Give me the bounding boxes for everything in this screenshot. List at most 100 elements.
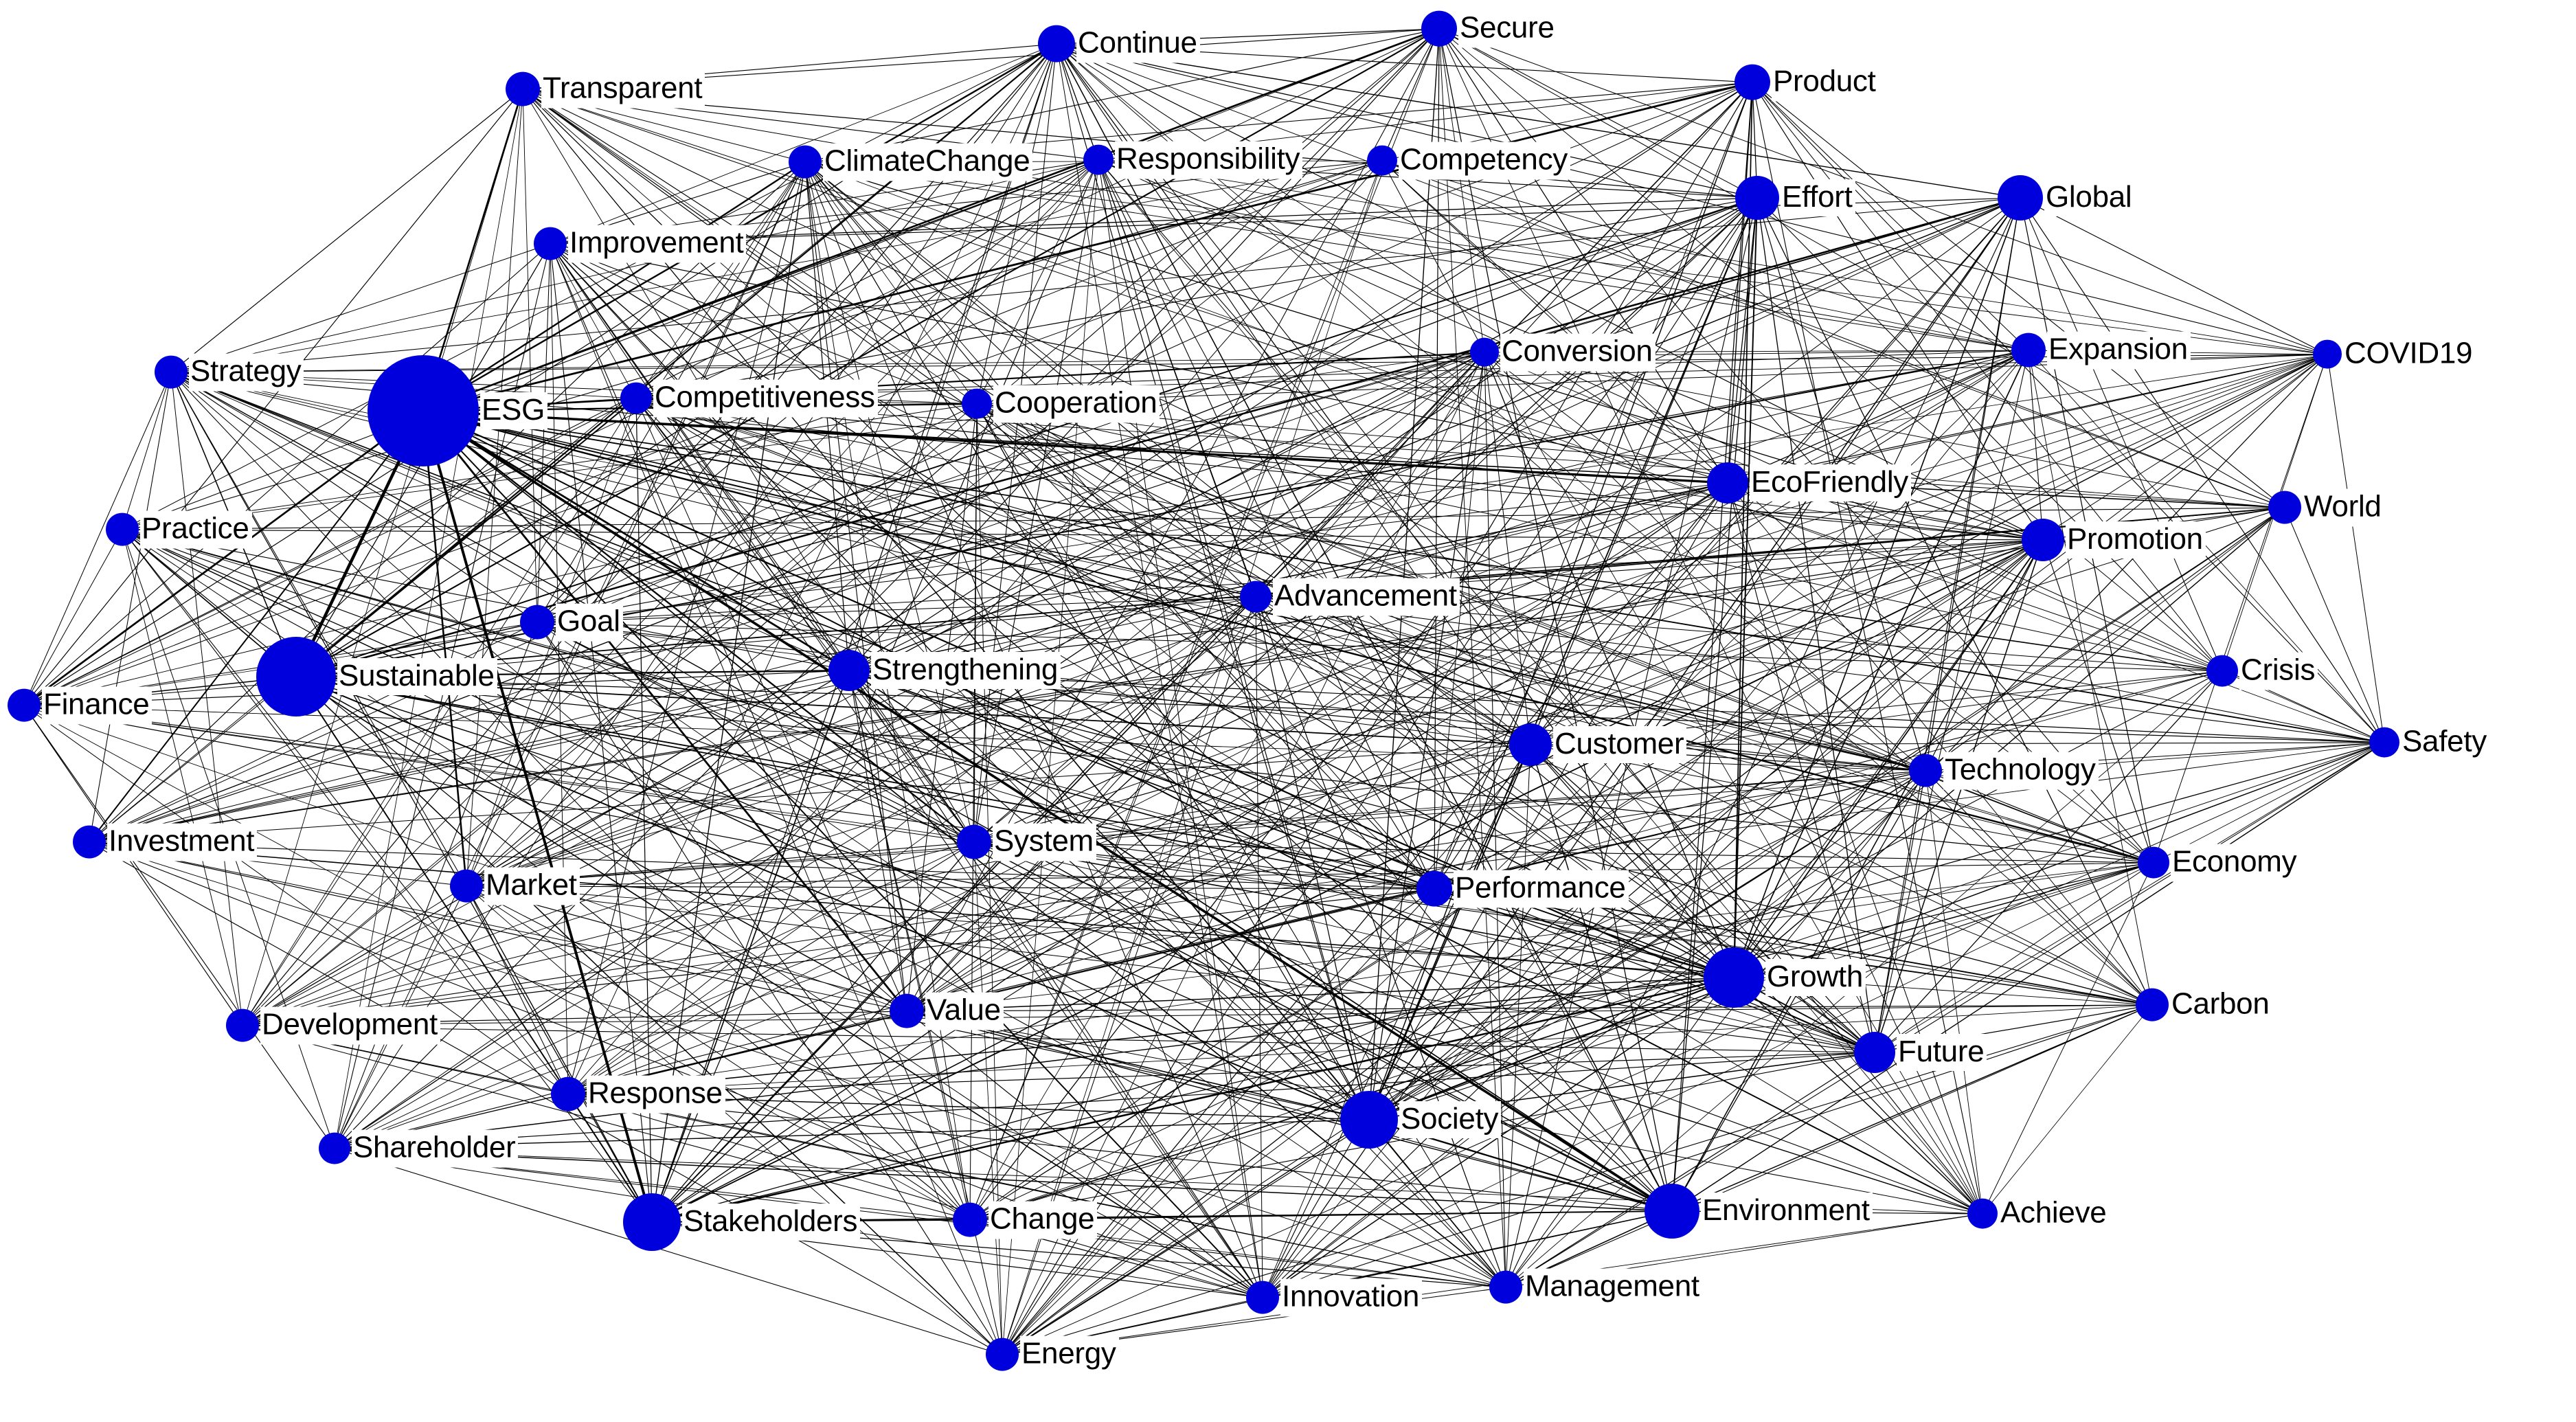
- node-label: Economy: [2171, 844, 2300, 882]
- node-circle-icon: [1707, 462, 1748, 504]
- node-label: Global: [2044, 179, 2135, 217]
- graph-node-crisis[interactable]: Crisis: [2206, 652, 2318, 690]
- graph-node-effort[interactable]: Effort: [1735, 176, 1855, 220]
- node-label: Competitiveness: [653, 379, 878, 418]
- graph-node-advancement[interactable]: Advancement: [1240, 578, 1460, 616]
- node-circle-icon: [828, 650, 870, 691]
- node-label: Energy: [1020, 1335, 1119, 1374]
- node-circle-icon: [551, 1077, 585, 1111]
- graph-node-global[interactable]: Global: [1998, 175, 2135, 221]
- graph-node-conversion[interactable]: Conversion: [1470, 333, 1656, 372]
- graph-node-shareholder[interactable]: Shareholder: [319, 1129, 519, 1168]
- graph-node-market[interactable]: Market: [450, 867, 580, 905]
- node-label: COVID19: [2343, 335, 2476, 374]
- graph-node-world[interactable]: World: [2268, 488, 2384, 527]
- graph-node-competency[interactable]: Competency: [1367, 142, 1571, 180]
- graph-node-energy[interactable]: Energy: [986, 1335, 1119, 1374]
- graph-node-society[interactable]: Society: [1340, 1091, 1502, 1149]
- node-label: Responsibility: [1115, 141, 1303, 179]
- node-circle-icon: [106, 513, 139, 546]
- node-label: Growth: [1765, 958, 1866, 997]
- graph-node-competitiveness[interactable]: Competitiveness: [620, 379, 878, 418]
- node-circle-icon: [957, 825, 991, 859]
- node-label: Response: [587, 1075, 725, 1114]
- graph-node-technology[interactable]: Technology: [1909, 752, 2099, 790]
- node-label: Product: [1772, 63, 1879, 102]
- graph-node-esg[interactable]: ESG: [368, 355, 548, 466]
- graph-node-change[interactable]: Change: [953, 1201, 1098, 1239]
- graph-node-development[interactable]: Development: [226, 1006, 440, 1045]
- graph-node-improvement[interactable]: Improvement: [534, 225, 747, 263]
- graph-node-ecofriendly[interactable]: EcoFriendly: [1707, 462, 1912, 504]
- graph-node-environment[interactable]: Environment: [1645, 1184, 1873, 1239]
- graph-node-value[interactable]: Value: [890, 992, 1004, 1030]
- graph-node-covid19[interactable]: COVID19: [2313, 335, 2476, 374]
- node-circle-icon: [2206, 655, 2238, 687]
- graph-node-expansion[interactable]: Expansion: [2011, 331, 2191, 370]
- graph-node-customer[interactable]: Customer: [1509, 723, 1687, 766]
- node-circle-icon: [256, 637, 336, 716]
- node-circle-icon: [155, 356, 188, 389]
- node-label: Future: [1897, 1033, 1987, 1072]
- graph-node-practice[interactable]: Practice: [106, 510, 252, 549]
- graph-node-management[interactable]: Management: [1489, 1268, 1702, 1307]
- graph-node-secure[interactable]: Secure: [1421, 10, 1557, 48]
- node-label: Promotion: [2066, 521, 2206, 559]
- graph-node-cooperation[interactable]: Cooperation: [962, 385, 1160, 423]
- node-circle-icon: [890, 994, 924, 1028]
- node-circle-icon: [1854, 1032, 1895, 1073]
- graph-node-goal[interactable]: Goal: [520, 603, 623, 642]
- node-circle-icon: [789, 146, 822, 179]
- graph-node-safety[interactable]: Safety: [2369, 723, 2489, 762]
- node-circle-icon: [1967, 1199, 1998, 1229]
- node-circle-icon: [2022, 519, 2064, 561]
- node-circle-icon: [1489, 1271, 1522, 1304]
- graph-node-future[interactable]: Future: [1854, 1032, 1987, 1073]
- node-label: System: [993, 823, 1096, 861]
- node-circle-icon: [1735, 65, 1770, 100]
- graph-node-strategy[interactable]: Strategy: [155, 353, 304, 392]
- graph-node-transparent[interactable]: Transparent: [506, 70, 705, 109]
- node-label: Competency: [1399, 142, 1571, 180]
- node-circle-icon: [962, 389, 992, 419]
- node-label: Environment: [1701, 1192, 1873, 1230]
- graph-node-responsibility[interactable]: Responsibility: [1083, 141, 1303, 179]
- graph-node-achieve[interactable]: Achieve: [1967, 1195, 2110, 1233]
- node-label: Improvement: [568, 225, 747, 263]
- graph-node-product[interactable]: Product: [1735, 63, 1879, 102]
- node-label: Practice: [140, 510, 252, 549]
- node-label: Innovation: [1280, 1278, 1423, 1317]
- node-label: Management: [1524, 1268, 1702, 1307]
- node-circle-icon: [1704, 947, 1764, 1008]
- graph-node-finance[interactable]: Finance: [8, 686, 152, 725]
- node-circle-icon: [1340, 1091, 1398, 1149]
- node-label: Performance: [1454, 870, 1629, 908]
- node-circle-icon: [1038, 25, 1075, 63]
- node-circle-icon: [2369, 727, 2399, 758]
- node-circle-icon: [226, 1009, 259, 1042]
- graph-node-climatechange[interactable]: ClimateChange: [789, 143, 1033, 181]
- node-circle-icon: [623, 1193, 681, 1251]
- graph-node-stakeholders[interactable]: Stakeholders: [623, 1193, 861, 1251]
- graph-node-investment[interactable]: Investment: [73, 823, 258, 861]
- node-label: Expansion: [2047, 331, 2191, 370]
- graph-node-economy[interactable]: Economy: [2138, 844, 2300, 882]
- graph-node-system[interactable]: System: [957, 823, 1096, 861]
- graph-node-growth[interactable]: Growth: [1704, 947, 1866, 1008]
- graph-node-carbon[interactable]: Carbon: [2136, 986, 2272, 1024]
- graph-node-promotion[interactable]: Promotion: [2022, 519, 2206, 561]
- graph-node-strengthening[interactable]: Strengthening: [828, 650, 1061, 691]
- node-label: Safety: [2401, 723, 2489, 762]
- node-circle-icon: [8, 689, 41, 722]
- graph-node-performance[interactable]: Performance: [1416, 870, 1629, 908]
- graph-node-sustainable[interactable]: Sustainable: [256, 637, 497, 716]
- node-label: Technology: [1943, 752, 2099, 790]
- node-circle-icon: [1246, 1281, 1279, 1314]
- node-label: Society: [1399, 1101, 1502, 1139]
- graph-node-innovation[interactable]: Innovation: [1246, 1278, 1423, 1317]
- graph-node-continue[interactable]: Continue: [1038, 25, 1200, 63]
- node-circle-icon: [1367, 146, 1397, 176]
- node-label: Crisis: [2239, 652, 2318, 690]
- node-circle-icon: [368, 355, 479, 466]
- graph-node-response[interactable]: Response: [551, 1075, 725, 1114]
